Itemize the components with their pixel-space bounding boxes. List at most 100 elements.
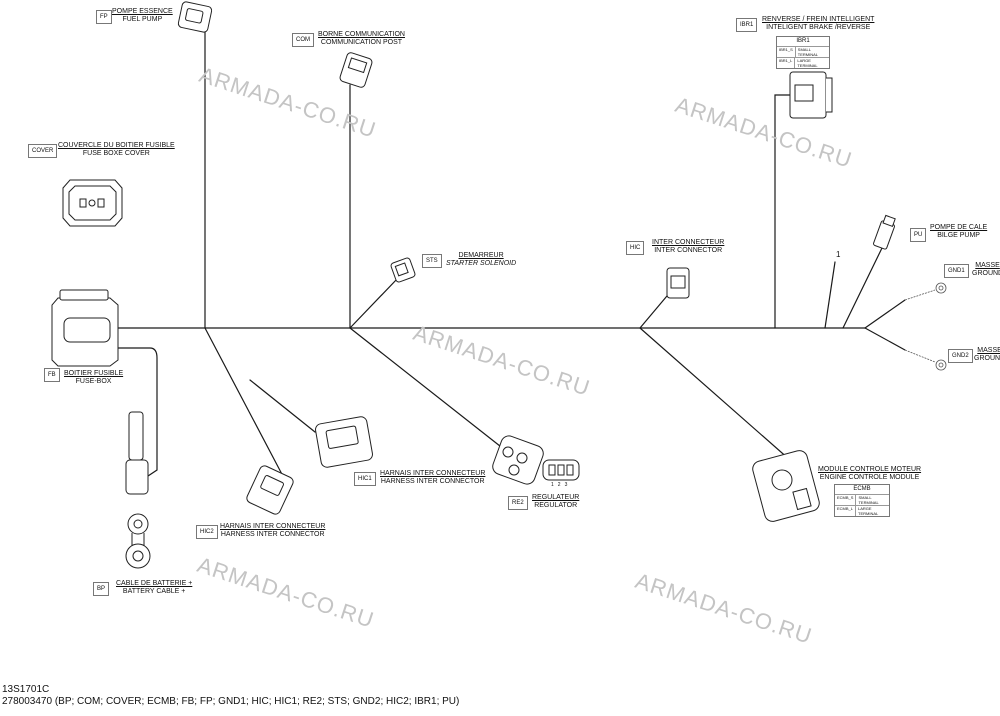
label-fuse-box: BOITIER FUSIBLE FUSE-BOX <box>64 370 123 386</box>
table-cell: IBR1_L <box>777 58 796 68</box>
table-row: IBR1_L LARGE TERMINAL <box>777 57 829 68</box>
part-number-list: 278003470 (BP; COM; COVER; ECMB; FB; FP;… <box>2 696 460 707</box>
code-ibr1: IBR1 <box>736 18 758 32</box>
label-fr: MASSE <box>977 347 1000 354</box>
code-hic1: HIC1 <box>354 472 376 486</box>
bilge-pump-connector <box>873 214 896 250</box>
label-en: STARTER SOLENOID <box>446 260 517 267</box>
fuse-box-cover <box>62 179 123 227</box>
hic1-wire <box>249 379 316 433</box>
label-bilge-pump: POMPE DE CALE BILGE PUMP <box>930 224 987 240</box>
label-com: BORNE COMMUNICATION COMMUNICATION POST <box>318 31 405 47</box>
label-ecm: MODULE CONTROLE MOTEUR ENGINE CONTROLE M… <box>818 466 921 482</box>
code-pu: PU <box>910 228 927 242</box>
label-fr: REGULATEUR <box>532 494 580 501</box>
label-fr: MODULE CONTROLE MOTEUR <box>818 466 922 473</box>
table-cell: SMALL TERMINAL <box>797 47 819 57</box>
label-fr: HARNAIS INTER CONNECTEUR <box>220 523 326 530</box>
starter-wire <box>349 277 399 329</box>
label-ground1: MASSE GROUND <box>972 262 1000 278</box>
starter-connector <box>390 257 416 283</box>
code-fb: FB <box>44 368 60 382</box>
label-fr: MASSE <box>975 262 1000 269</box>
connector-drawings <box>51 1 896 569</box>
code-re2: RE2 <box>508 496 528 510</box>
label-hic1: HARNAIS INTER CONNECTEUR HARNESS INTER C… <box>380 470 485 486</box>
ecmb-terminal-table: ECMB ECMB_S SMALL TERMINAL ECMB_L LARGE … <box>834 484 890 517</box>
regulator-pinout <box>542 459 580 481</box>
label-fr: BORNE COMMUNICATION <box>318 31 405 38</box>
table-cell: ECMB_L <box>835 506 857 516</box>
label-fr: DEMARREUR <box>458 252 504 259</box>
label-en: FUSE-BOX <box>75 378 112 385</box>
regulator-connector <box>492 435 544 485</box>
fuel-pump-connector <box>177 1 213 33</box>
ground1-wire <box>864 299 906 329</box>
battery-cable-terminal <box>125 411 151 569</box>
hic1-connector <box>315 416 373 468</box>
ibr-wire <box>774 94 791 329</box>
label-en: INTER CONNECTOR <box>654 247 723 254</box>
label-en: REGULATOR <box>534 502 578 509</box>
label-fr: HARNAIS INTER CONNECTEUR <box>380 470 486 477</box>
harness-wires <box>117 29 906 481</box>
code-hic: HIC <box>626 241 645 255</box>
battery-cable-wire <box>117 347 158 479</box>
diagram-code: 13S1701C <box>2 684 50 695</box>
label-regulator: REGULATEUR REGULATOR <box>532 494 579 510</box>
ibr-connector <box>789 71 833 119</box>
label-fr: BOITIER FUSIBLE <box>64 370 124 377</box>
label-battery-cable: CABLE DE BATTERIE + BATTERY CABLE + <box>116 580 192 596</box>
label-hic2: HARNAIS INTER CONNECTEUR HARNESS INTER C… <box>220 523 325 539</box>
hic2-connector <box>246 465 294 515</box>
ecm-connector <box>752 450 820 522</box>
label-fr: POMPE DE CALE <box>930 224 988 231</box>
label-en: FUSE BOXE COVER <box>82 150 150 157</box>
label-fr: CABLE DE BATTERIE + <box>116 580 193 587</box>
table-row: IBR1_S SMALL TERMINAL <box>777 46 829 57</box>
ecm-wire <box>639 327 791 461</box>
code-gnd2: GND2 <box>948 349 973 363</box>
code-gnd1: GND1 <box>944 264 969 278</box>
table-cell: LARGE TERMINAL <box>858 506 879 516</box>
label-en: FUEL PUMP <box>122 16 163 23</box>
label-starter: DEMARREUR STARTER SOLENOID <box>446 252 516 268</box>
label-fr: RENVERSE / FREIN INTELLIGENT <box>762 16 875 23</box>
label-en: GROUND <box>974 355 1000 362</box>
table-cell: IBR1_S <box>777 47 796 57</box>
fuse-box <box>51 289 119 367</box>
label-ibr1: RENVERSE / FREIN INTELLIGENT INTELIGENT … <box>762 16 874 32</box>
code-sts: STS <box>422 254 442 268</box>
pin-number: 3 <box>564 482 572 488</box>
label-en: HARNESS INTER CONNECTOR <box>220 531 325 538</box>
label-fuel-pump: POMPE ESSENCE FUEL PUMP <box>112 8 173 24</box>
ground2-lead <box>904 349 936 363</box>
label-cover: COUVERCLE DU BOITIER FUSIBLE FUSE BOXE C… <box>58 142 175 158</box>
wire-number: 1 <box>836 250 841 259</box>
ibr-terminal-table: IBR1 IBR1_S SMALL TERMINAL IBR1_L LARGE … <box>776 36 830 69</box>
label-ground2: MASSE GROUND <box>974 347 1000 363</box>
table-row: ECMB_L LARGE TERMINAL <box>835 505 889 516</box>
code-cover: COVER <box>28 144 58 158</box>
label-fr: POMPE ESSENCE <box>112 8 173 15</box>
label-en: ENGINE CONTROLE MODULE <box>819 474 920 481</box>
pin-number: 1 <box>551 482 558 488</box>
table-title: IBR1 <box>796 38 810 44</box>
code-fp: FP <box>96 10 112 24</box>
label-fr: COUVERCLE DU BOITIER FUSIBLE <box>58 142 175 149</box>
code-com: COM <box>292 33 314 47</box>
wire-1 <box>824 261 836 329</box>
ground2-ring-hole <box>938 362 944 368</box>
ground1-lead <box>904 289 936 301</box>
table-row: ECMB_S SMALL TERMINAL <box>835 494 889 505</box>
ground2-wire <box>864 327 906 351</box>
table-cell: ECMB_S <box>835 495 857 505</box>
inter-connector <box>666 267 690 299</box>
label-en: INTELIGENT BRAKE /REVERSE <box>766 24 871 31</box>
label-inter-connector: INTER CONNECTEUR INTER CONNECTOR <box>652 239 724 255</box>
label-fr: INTER CONNECTEUR <box>652 239 725 246</box>
ground-lugs <box>904 282 947 371</box>
table-title: ECMB <box>853 486 871 492</box>
label-en: COMMUNICATION POST <box>320 39 403 46</box>
